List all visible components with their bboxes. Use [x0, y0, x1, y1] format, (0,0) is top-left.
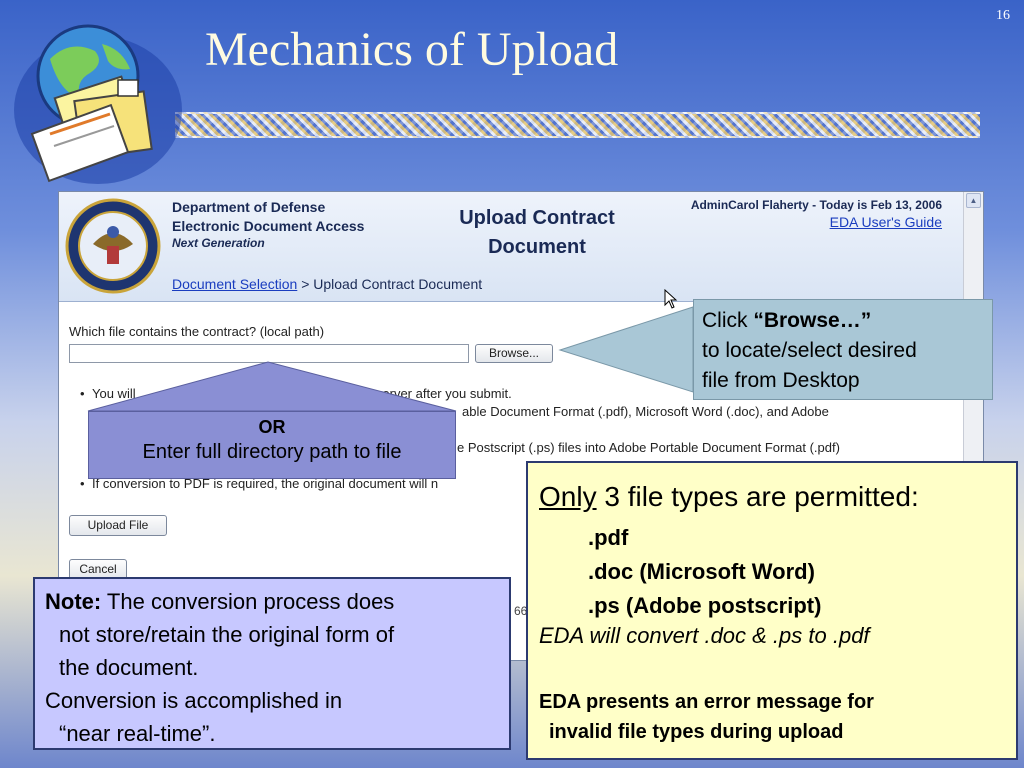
breadcrumb: Document Selection > Upload Contract Doc… — [172, 276, 482, 292]
org-line-1: Department of Defense — [172, 199, 326, 215]
bullet-4: If conversion to PDF is required, the or… — [80, 475, 438, 493]
error-message-note: EDA presents an error message for invali… — [539, 687, 874, 747]
scroll-up-arrow-icon[interactable]: ▲ — [966, 193, 981, 208]
note-line-4: Conversion is accomplished in — [45, 688, 343, 713]
note-label: Note: — [45, 589, 102, 614]
org-line-2: Electronic Document Access — [172, 218, 365, 234]
breadcrumb-separator: > — [301, 276, 310, 292]
file-types-heading-rest: 3 file types are permitted: — [596, 481, 919, 512]
file-type-ps: .ps (Adobe postscript) — [588, 593, 822, 618]
error-note-line-1: EDA presents an error message for — [539, 691, 874, 713]
bullet-2-visible-tail: able Document Format (.pdf), Microsoft W… — [450, 403, 829, 421]
only-emphasis: Only — [539, 481, 597, 512]
user-status: AdminCarol Flaherty - Today is Feb 13, 2… — [690, 198, 942, 212]
conversion-note: EDA will convert .doc & .ps to .pdf — [539, 623, 870, 648]
mouse-cursor-icon — [664, 289, 678, 309]
or-callout-text: Enter full directory path to file — [142, 441, 402, 463]
browse-callout-bold: “Browse…” — [753, 309, 872, 332]
browse-callout: Click “Browse…” to locate/select desired… — [693, 299, 993, 400]
page-heading-line-1: Upload Contract — [459, 207, 615, 229]
note-line-3: the document. — [59, 655, 199, 680]
file-path-input[interactable] — [69, 344, 469, 363]
bullet-3-visible-tail: e Postscript (.ps) files into Adobe Port… — [445, 439, 840, 457]
user-guide-link[interactable]: EDA User's Guide — [829, 214, 942, 230]
conversion-note-box: Note: The conversion process does not st… — [33, 577, 511, 750]
or-callout: OR Enter full directory path to file — [88, 411, 456, 479]
dod-seal-icon — [65, 198, 161, 294]
browse-callout-line-1: Click “Browse…” — [702, 306, 984, 336]
org-subtitle: Next Generation — [172, 236, 265, 250]
note-line-5: “near real-time”. — [59, 721, 216, 746]
note-line-2: not store/retain the original form of — [59, 622, 395, 647]
upload-file-button[interactable]: Upload File — [69, 515, 167, 536]
note-line-1: Note: The conversion process does — [45, 585, 499, 618]
file-type-doc: .doc (Microsoft Word) — [588, 559, 815, 584]
page-heading: Upload Contract Document — [434, 204, 640, 262]
page-heading-line-2: Document — [488, 236, 586, 258]
error-note-line-2: invalid file types during upload — [549, 721, 844, 743]
page-header: Department of Defense Electronic Documen… — [59, 192, 964, 302]
file-type-pdf: .pdf — [588, 525, 629, 550]
browse-button[interactable]: Browse... — [475, 344, 553, 363]
slide-title: Mechanics of Upload — [205, 23, 619, 76]
cancel-button[interactable]: Cancel — [69, 559, 127, 580]
browse-callout-line-3: file from Desktop — [702, 369, 860, 392]
or-label: OR — [258, 417, 286, 437]
globe-documents-clipart — [14, 24, 182, 184]
browse-callout-line-2: to locate/select desired — [702, 339, 917, 362]
bullet-1: You will — [80, 385, 136, 403]
note-line-1-rest: The conversion process does — [101, 589, 395, 614]
breadcrumb-document-selection[interactable]: Document Selection — [172, 276, 298, 292]
breadcrumb-current: Upload Contract Document — [313, 276, 483, 292]
file-question-label: Which file contains the contract? (local… — [69, 324, 325, 339]
decorative-band — [175, 112, 980, 138]
browse-callout-prefix: Click — [702, 309, 754, 332]
file-types-box: Only 3 file types are permitted: .pdf .d… — [526, 461, 1018, 760]
obscured-text-fragment: 66 — [514, 604, 528, 618]
slide-number: 16 — [996, 8, 1010, 23]
file-types-heading: Only 3 file types are permitted: — [539, 481, 919, 513]
bullet-1-visible-tail: ment on the EDA server after you submit. — [262, 385, 512, 403]
org-name: Department of Defense Electronic Documen… — [172, 198, 364, 236]
